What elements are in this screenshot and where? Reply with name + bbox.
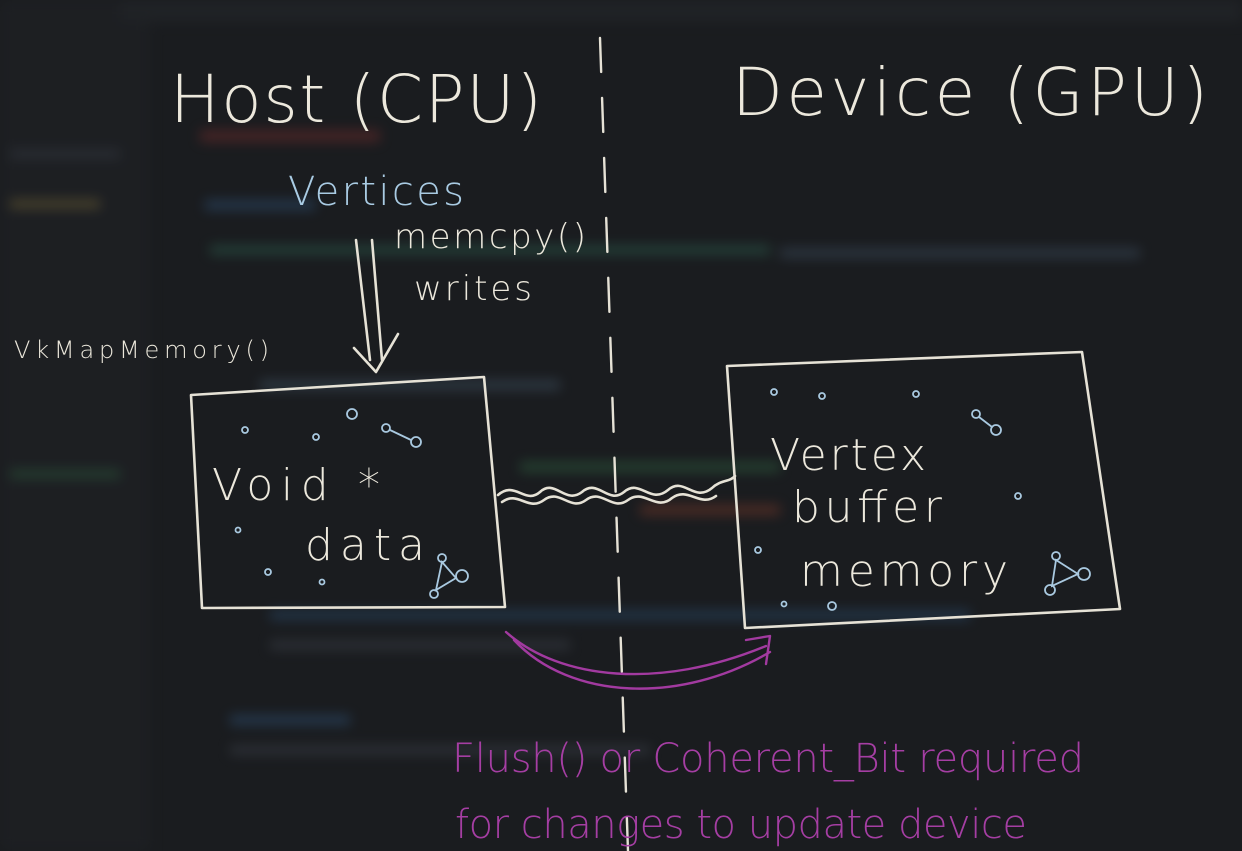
code-line (640, 505, 780, 515)
code-line (10, 470, 120, 478)
memory-mapping-link (496, 474, 737, 498)
code-line (200, 130, 380, 142)
code-line (520, 462, 780, 472)
code-line (270, 610, 970, 620)
down-arrow-icon (352, 238, 400, 374)
code-line (260, 380, 560, 390)
device-vertex-glyph-icon (971, 409, 1002, 436)
vertices-label: Vertices (288, 169, 464, 215)
code-line (10, 200, 100, 208)
editor-sidebar (0, 0, 150, 851)
device-buffer-box (725, 350, 1122, 630)
flush-note-line2: for changes to update device (455, 802, 1027, 848)
data-label: data (305, 520, 425, 571)
code-line (270, 640, 570, 650)
code-line (210, 245, 770, 255)
code-line (10, 150, 120, 158)
writes-label: writes (414, 269, 532, 309)
device-triangle-glyph-icon (1044, 551, 1091, 596)
host-heading: Host (CPU) (170, 61, 542, 138)
flush-note-line1: Flush() or Coherent_Bit required (452, 736, 1084, 782)
host-buffer-box (189, 375, 507, 610)
buffer-label: buffer (792, 482, 943, 533)
map-memory-label: VkMapMemory() (14, 336, 269, 364)
host-data-dots (234, 408, 358, 586)
memory-label: memory (800, 546, 1008, 597)
host-vertex-glyph-icon (381, 423, 422, 448)
host-device-divider (598, 36, 630, 851)
code-line (230, 715, 350, 725)
memory-mapping-link-inner (500, 492, 718, 506)
code-line (205, 200, 315, 210)
memcpy-label: memcpy() (394, 217, 586, 257)
code-line (780, 248, 1140, 258)
device-heading: Device (GPU) (732, 54, 1208, 131)
host-triangle-glyph-icon (429, 553, 469, 599)
flush-arrow-icon (504, 630, 772, 690)
vertex-label: Vertex (770, 430, 926, 481)
code-line (230, 745, 650, 755)
device-data-dots (754, 388, 1022, 611)
editor-tabbar (120, 0, 1242, 22)
void-pointer-label: Void * (212, 460, 380, 511)
